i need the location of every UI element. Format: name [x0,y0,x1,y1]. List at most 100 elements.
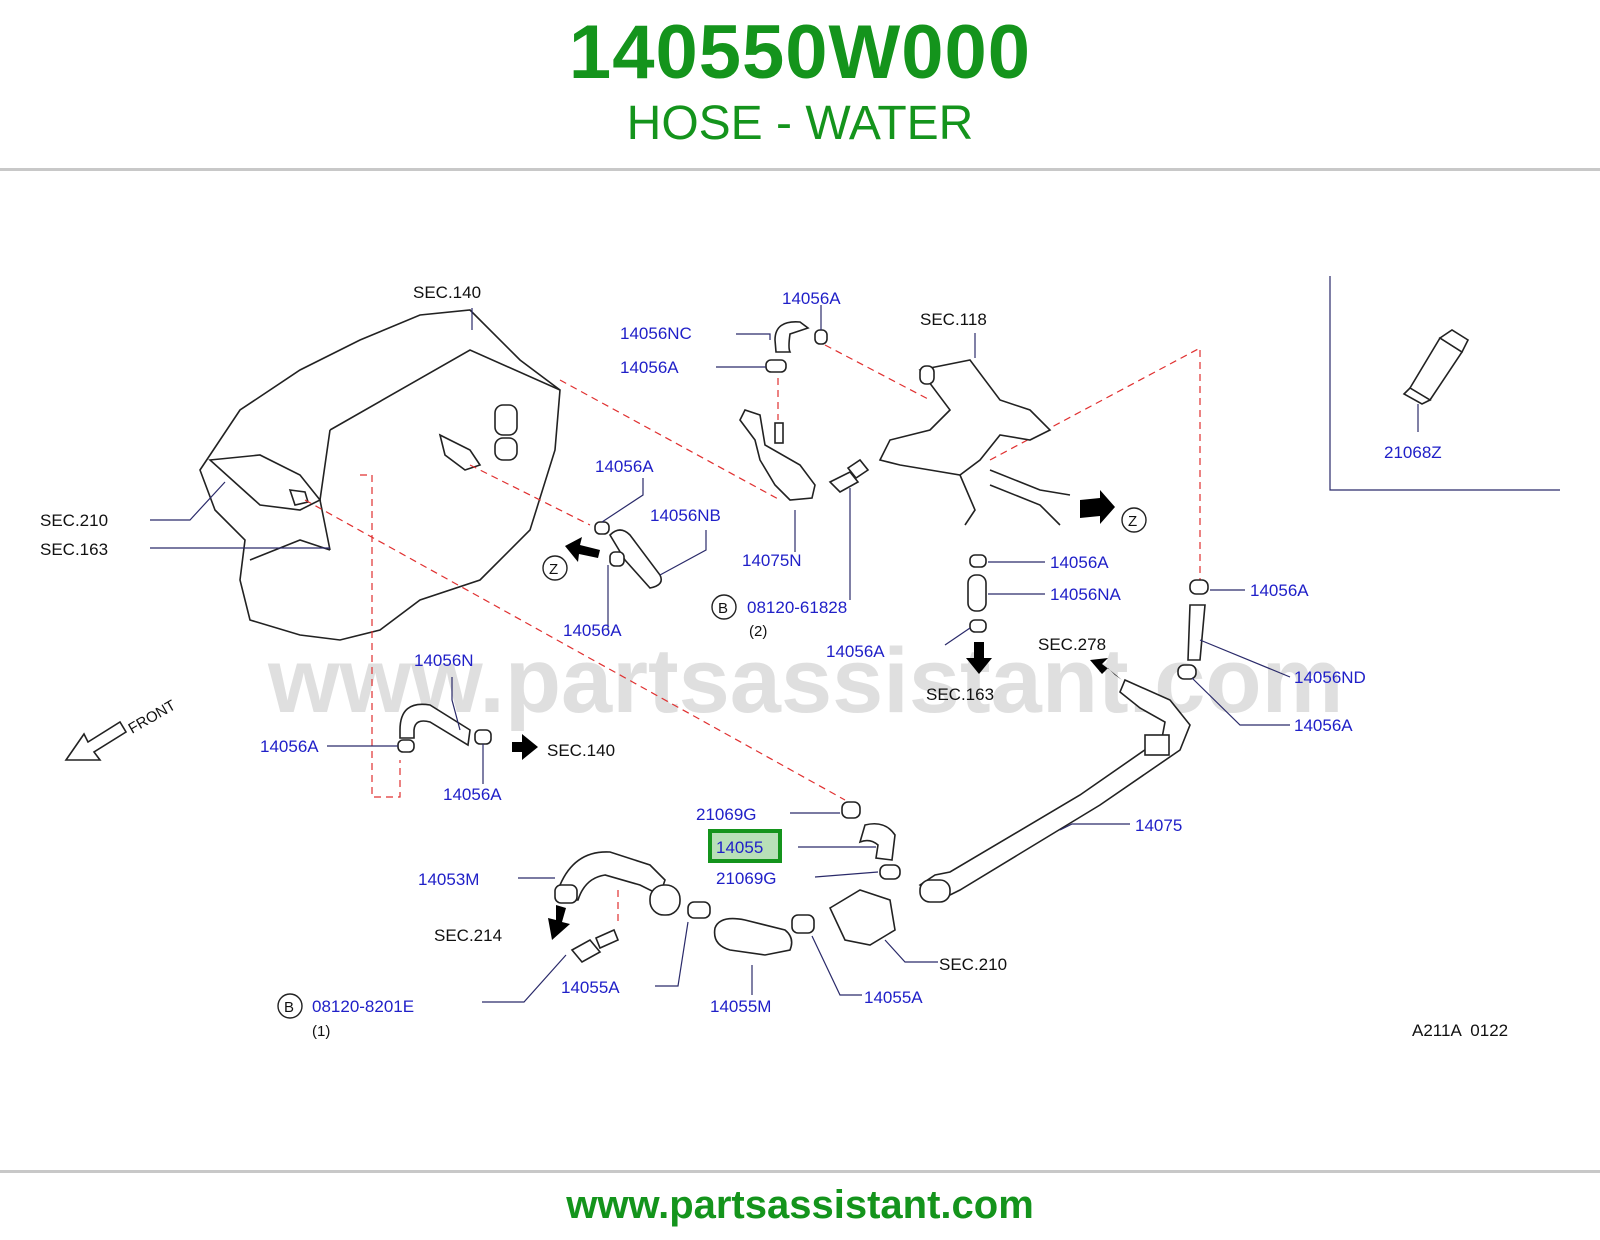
callout-b-circle [711,594,737,620]
sealant-tube-icon [1402,329,1470,405]
part-label-14056nd[interactable]: 14056ND [1294,668,1366,687]
hose-14056nc-icon [774,321,810,353]
clamp-icon [687,901,711,919]
label-sec118: SEC.118 [920,310,987,329]
clamp-icon [609,551,625,567]
part-label-14055-highlighted[interactable]: 14055 [716,838,763,857]
guide-line-1 [559,379,781,501]
part-label-14056a[interactable]: 14056A [563,621,622,640]
clamp-icon [1177,664,1197,680]
hose-14053m-icon [554,851,681,916]
engine-block-icon [199,309,561,641]
leader-lines [150,305,1291,1003]
part-label-14056a[interactable]: 14056A [443,785,502,804]
pipe-14075n-icon [739,409,816,501]
part-label-14056a[interactable]: 14056A [595,457,654,476]
arrow-down-icon [966,642,992,674]
part-label-08120-8201e[interactable]: 08120-8201E [312,997,414,1016]
part-label-14075n[interactable]: 14075N [742,551,802,570]
part-label-14056a[interactable]: 14056A [260,737,319,756]
qty-label: (1) [312,1023,330,1040]
callout-b-circle [277,993,303,1019]
part-label-21069g[interactable]: 21069G [696,805,757,824]
clamp-icon [841,801,861,819]
part-label-14056n[interactable]: 14056N [414,651,474,670]
label-sec214: SEC.214 [434,926,502,945]
guide-line-4 [360,474,401,798]
diagram-canvas: www.partsassistant.com [40,276,1560,1040]
part-label-14056a[interactable]: 14056A [1050,553,1109,572]
clamp-icon [594,521,610,535]
front-label: FRONT [126,697,179,738]
clamp-icon [1189,579,1209,595]
water-outlet-icon [828,889,896,946]
arrow-right-icon [1080,490,1115,524]
callout-z-circle [542,555,568,581]
part-label-08120-61828[interactable]: 08120-61828 [747,598,847,617]
guide-line-3 [304,499,846,801]
label-sec278: SEC.278 [1038,635,1106,654]
part-label-14053m[interactable]: 14053M [418,870,479,889]
part-label-14056nb[interactable]: 14056NB [650,506,721,525]
hose-14055m-icon [713,917,793,956]
hose-14055-icon [858,822,896,861]
callout-z-circle [1121,507,1147,533]
clamp-icon [474,729,492,745]
label-sec210-bottom: SEC.210 [939,955,1007,974]
part-label-14056a[interactable]: 14056A [1250,581,1309,600]
part-label-14056na[interactable]: 14056NA [1050,585,1122,604]
hose-14056n-icon [399,703,471,747]
part-label-14055m[interactable]: 14055M [710,997,771,1016]
bolt-08120-8201e-icon [570,928,620,964]
part-label-21068z[interactable]: 21068Z [1384,443,1442,462]
guide-line-5 [824,344,931,401]
label-sec163-mid: SEC.163 [926,685,994,704]
guide-line-7 [989,347,1201,585]
clamp-icon [879,864,901,880]
footer-url-link[interactable]: www.partsassistant.com [566,1183,1034,1227]
label-sec163-left: SEC.163 [40,540,108,559]
water-pipe-assembly-icon [878,359,1071,526]
clamp-icon [765,359,787,373]
hose-14056nb-icon [608,529,663,589]
diagram-code: A211A 0122 [1412,1021,1508,1040]
label-sec140-top: SEC.140 [413,283,481,302]
label-sec140-mid: SEC.140 [547,741,615,760]
part-label-14055a[interactable]: 14055A [561,978,620,997]
part-label-14056nc[interactable]: 14056NC [620,324,692,343]
part-label-14056a[interactable]: 14056A [620,358,679,377]
part-label-14056a[interactable]: 14056A [782,289,841,308]
part-label-14055a[interactable]: 14055A [864,988,923,1007]
parts-diagram: www.partsassistant.com [0,260,1600,1080]
part-label-14056a[interactable]: 14056A [826,642,885,661]
part-label-14056a[interactable]: 14056A [1294,716,1353,735]
bolt-08120-61828-icon [828,458,870,493]
qty-label: (2) [749,623,767,640]
callout-b-letter: B [718,600,728,617]
clamp-icon [814,329,828,345]
hose-14056na-icon [967,574,987,612]
arrow-down-left-icon [548,905,570,940]
header: 140550W000 HOSE - WATER [0,0,1600,168]
arrow-left-icon [565,537,600,562]
pipe-14075-icon [918,678,1191,903]
arrow-up-left-icon [1090,658,1122,680]
footer-divider [0,1170,1600,1173]
clamp-icon [969,619,987,633]
label-sec210-left: SEC.210 [40,511,108,530]
hose-14056nd-icon [1187,604,1206,661]
header-divider [0,168,1600,171]
inset-frame [1329,276,1560,491]
highlight-box-14055 [708,829,782,863]
callout-z-letter: Z [1128,513,1137,530]
clamp-icon [397,739,415,753]
clamp-icon [791,914,815,934]
part-number-title: 140550W000 [568,10,1032,95]
clamp-icon [969,554,987,568]
front-arrow-icon [64,720,128,761]
callout-b-letter: B [284,999,294,1016]
part-label-21069g[interactable]: 21069G [716,869,777,888]
part-name-subtitle: HOSE - WATER [626,97,974,150]
guide-line-2 [469,464,591,526]
part-label-14075[interactable]: 14075 [1135,816,1182,835]
